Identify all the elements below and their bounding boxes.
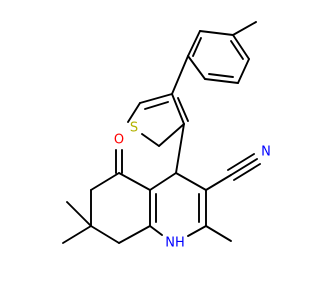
thiophene-bond: [171, 93, 185, 125]
tolyl-ring-bond: [232, 34, 250, 60]
tolyl-ring-bond: [187, 55, 206, 80]
thiophene-bond: [139, 93, 173, 104]
tolyl-aromatic-inner-bond: [192, 37, 202, 57]
ketone-ring-bond: [118, 225, 151, 244]
gem-dimethyl-bond: [66, 201, 92, 227]
methyl-bond: [205, 225, 232, 242]
tolyl-ring-bond: [237, 58, 250, 84]
molecule-structure: O S N NH: [62, 21, 271, 251]
ring-nh-label: NH: [165, 236, 185, 251]
structure-canvas: O S N NH: [62, 21, 271, 251]
nitrile-nitrogen-label: N: [261, 145, 271, 160]
tolyl-ring-bond: [187, 30, 201, 57]
tolyl-ring-bond: [199, 30, 234, 36]
ring-bond: [187, 225, 207, 237]
oxygen-atom-label: O: [114, 133, 124, 148]
ring-bond: [175, 172, 207, 191]
biaryl-bond: [171, 55, 189, 95]
ketone-ring-bond: [118, 172, 151, 191]
nitrile-bond: [205, 174, 232, 191]
ketone-ring-bond: [90, 225, 120, 244]
tolyl-ring-bond: [204, 78, 239, 84]
thiophene-bond: [127, 102, 141, 123]
ring-bond: [149, 172, 177, 191]
thiophene-bond: [158, 123, 185, 147]
tolyl-aromatic-inner-bond: [230, 40, 244, 60]
nitrile-triple-bond: [233, 163, 261, 181]
thiophene-double-bond: [177, 97, 189, 122]
gem-dimethyl-bond: [62, 225, 92, 244]
ring-bond: [149, 225, 163, 236]
c4-thiophene-bond: [175, 123, 185, 174]
ketone-ring-bond: [90, 172, 120, 191]
thiophene-bond: [141, 133, 160, 147]
nitrile-triple-bond: [227, 153, 255, 171]
tolyl-aromatic-inner-bond: [208, 73, 234, 78]
methyl-bond: [232, 21, 257, 36]
thiophene-double-bond: [144, 101, 169, 110]
sulfur-atom-label: S: [130, 121, 138, 136]
nitrile-triple-bond: [230, 158, 258, 176]
